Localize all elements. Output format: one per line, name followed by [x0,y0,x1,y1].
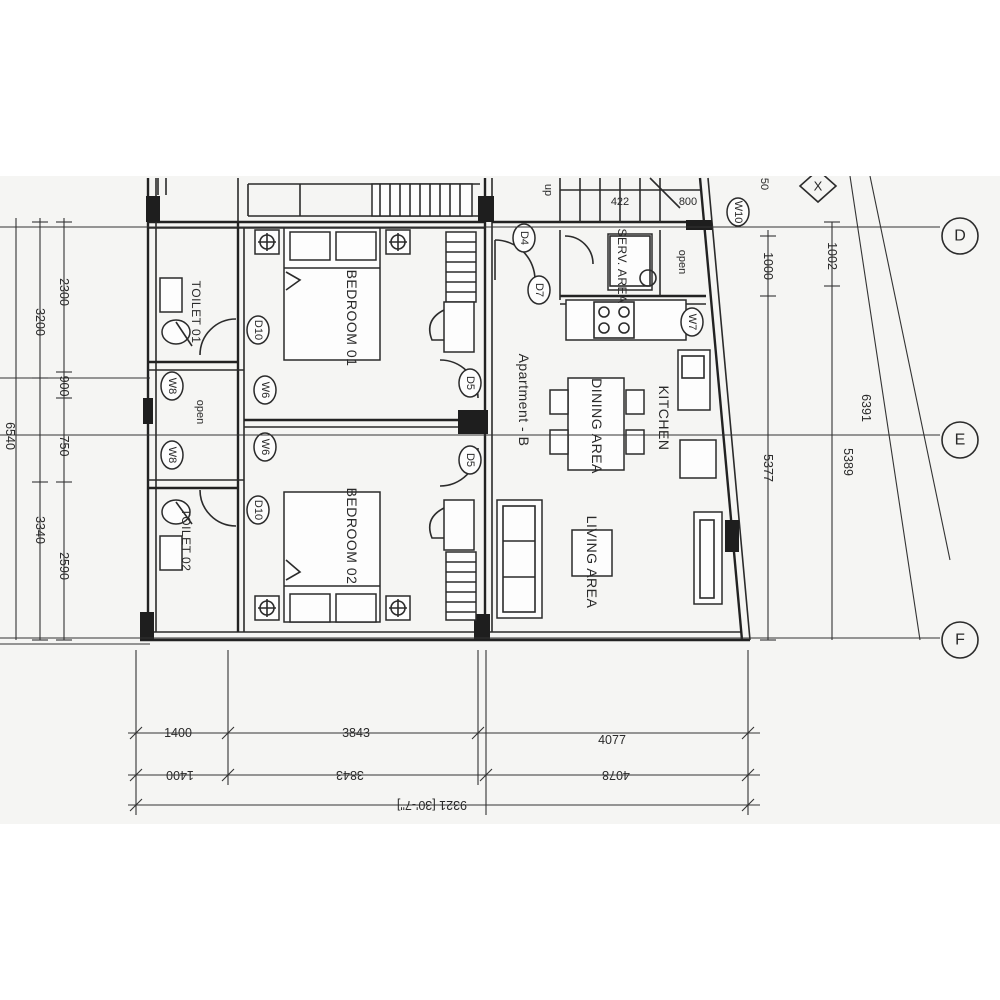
apartment-label: Apartment - B [516,354,532,447]
dining-set [549,377,645,471]
room-dining-area: DINING AREA [589,378,605,474]
grid-label-d: D [954,228,966,245]
grid-lines [0,176,979,659]
tag-w6-lower: W6 [259,439,271,456]
tag-labels: D4 D7 D10 D10 D5 D5 W6 W6 W8 W8 W7 W10 [166,201,744,520]
room-bedroom-01: BEDROOM 01 [344,270,360,367]
dim-left-6540: 6540 [3,422,17,450]
dim-left-3340: 3340 [33,516,47,544]
tag-w7: W7 [686,314,698,331]
note-open-bathroom: open [194,400,206,424]
tag-w8-upper: W8 [166,378,178,395]
note-up: up [542,184,554,196]
tag-w10: W10 [732,201,744,224]
grid-label-f: F [955,632,965,649]
room-toilet-02: TOILET 02 [179,509,193,572]
tag-w6-upper: W6 [259,382,271,399]
tag-d5-lower: D5 [464,453,476,467]
room-labels: BEDROOM 01 BEDROOM 02 TOILET 01 TOILET 0… [179,228,672,608]
bed-02 [283,491,381,623]
columns [140,196,739,640]
room-serv-area: SERV. AREA [615,228,629,303]
dim-top-800: 800 [679,196,697,208]
room-bedroom-02: BEDROOM 02 [344,488,360,585]
dim-right-6391: 6391 [859,394,873,422]
tv-unit [693,511,723,605]
dim-right-5377: 5377 [761,454,775,482]
tag-d5-upper: D5 [464,376,476,390]
dimension-lines [15,218,840,815]
toilet-fixtures [159,277,193,571]
grid-label-e: E [955,432,966,449]
sofa [496,499,543,619]
tag-w8-lower: W8 [166,447,178,464]
dim-left-2300: 2300 [57,278,71,306]
dim-bottom-total: 9321 [30'-7"] [397,798,467,812]
tag-d10-bedroom-02: D10 [252,500,264,520]
dim-left-3200: 3200 [33,308,47,336]
dim-top-422: 422 [611,196,629,208]
tag-markers [160,197,750,525]
dimension-texts: 2300 3200 900 750 2590 3340 6540 1000 10… [3,178,873,812]
tag-d4: D4 [518,231,530,245]
dim-right-1000: 1000 [761,252,775,280]
tag-d10-bedroom-01: D10 [252,320,264,340]
bedside-lamps [254,229,411,621]
notes: open open up [194,184,688,424]
dim-bottom-mirrored-3843: 3843 [336,768,364,782]
dim-bottom-mirrored-4078: 4078 [602,768,630,782]
kitchen-counter [565,299,717,479]
living-table [571,529,613,577]
windows [371,183,477,621]
room-toilet-01: TOILET 01 [189,281,203,344]
service-area-fixtures [607,233,657,291]
note-open-service: open [676,250,688,274]
dim-left-750: 750 [57,436,71,457]
staircase [559,177,700,222]
x-mark: X [814,179,823,194]
dim-left-900: 900 [57,376,71,397]
dim-right-5389: 5389 [841,448,855,476]
room-kitchen: KITCHEN [656,386,672,451]
dim-right-1002: 1002 [825,242,839,270]
desks-and-chairs [428,301,475,551]
dim-bottom-3843: 3843 [342,726,370,740]
floor-plan-drawing: D4 D7 D10 D10 D5 D5 W6 W6 W8 W8 W7 W10 B… [0,176,979,815]
dim-bottom-1400: 1400 [164,726,192,740]
bed-01 [283,227,381,361]
tag-d7: D7 [533,283,545,297]
dim-top-50: 50 [758,178,770,190]
floor-plan-sheet: D4 D7 D10 D10 D5 D5 W6 W6 W8 W8 W7 W10 B… [0,176,1000,824]
grid-bubbles: D E F X [814,179,966,649]
room-living-area: LIVING AREA [584,516,600,609]
dim-bottom-mirrored-1400: 1400 [166,768,194,782]
dim-left-2590: 2590 [57,552,71,580]
dim-bottom-4077: 4077 [598,733,626,747]
